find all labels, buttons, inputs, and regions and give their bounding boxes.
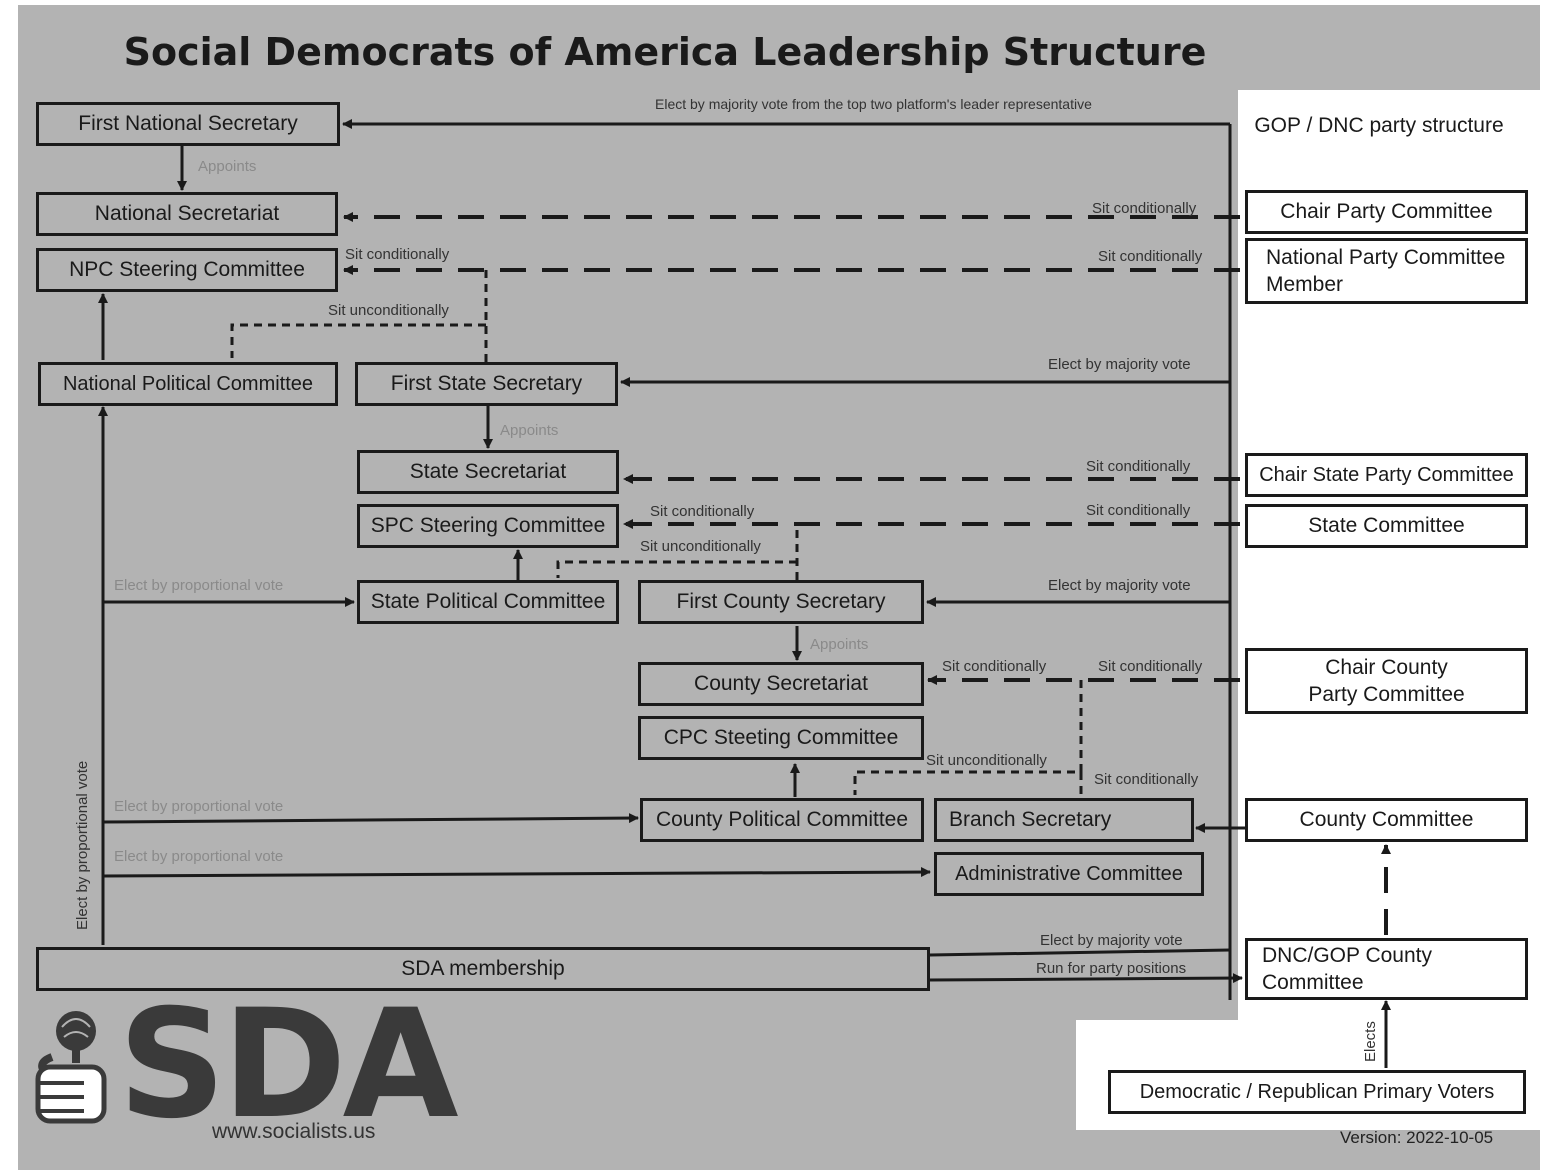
dnc-gop-county-committee-box: DNC/GOP County Committee (1245, 938, 1528, 1000)
chair-county-party-committee-box: Chair County Party Committee (1245, 648, 1528, 714)
sit-unconditionally-label-spc: Sit unconditionally (640, 538, 761, 555)
elect-proportional-vertical-label: Elect by proportional vote (74, 760, 91, 930)
first-county-secretary-box: First County Secretary (638, 580, 924, 624)
elect-proportional-label-state: Elect by proportional vote (114, 577, 284, 594)
sit-conditionally-label-state-secretariat: Sit conditionally (1086, 458, 1191, 475)
state-secretariat-box: State Secretariat (357, 450, 619, 494)
elect-proportional-label-county: Elect by proportional vote (114, 798, 284, 815)
cpc-steering-committee-box: CPC Steeting Committee (638, 716, 924, 760)
page-title: Social Democrats of America Leadership S… (123, 30, 1207, 74)
elect-majority-label-membership: Elect by majority vote (1040, 932, 1183, 949)
state-committee-box: State Committee (1245, 504, 1528, 548)
sit-conditionally-label-branch: Sit conditionally (1094, 771, 1199, 788)
gop-dnc-panel (1238, 90, 1540, 1020)
county-secretariat-box: County Secretariat (638, 662, 924, 706)
national-party-committee-member-box: National Party Committee Member (1245, 238, 1528, 304)
county-political-committee-box: County Political Committee (640, 798, 924, 842)
state-political-committee-box: State Political Committee (357, 580, 619, 624)
fist-rose-icon (35, 1011, 107, 1124)
appoints-label-national: Appoints (198, 158, 257, 175)
elect-majority-label-state: Elect by majority vote (1048, 356, 1191, 373)
sit-conditionally-label-spc-right: Sit conditionally (1086, 502, 1191, 519)
chair-party-committee-box: Chair Party Committee (1245, 190, 1528, 234)
npc-steering-committee-box: NPC Steering Committee (36, 248, 338, 292)
sit-conditionally-label-county-right: Sit conditionally (1098, 658, 1203, 675)
county-committee-box: County Committee (1245, 798, 1528, 842)
national-political-committee-box: National Political Committee (38, 362, 338, 406)
first-national-secretary-box: First National Secretary (36, 102, 340, 146)
elect-top-two-label: Elect by majority vote from the top two … (655, 96, 1092, 112)
appoints-label-county: Appoints (810, 636, 869, 653)
sit-conditionally-label-county-left: Sit conditionally (942, 658, 1047, 675)
sit-conditionally-label-npc-left: Sit conditionally (345, 246, 450, 263)
branch-secretary-box: Branch Secretary (934, 798, 1194, 842)
sit-conditionally-label-spc-left: Sit conditionally (650, 503, 755, 520)
national-secretariat-box: National Secretariat (36, 192, 338, 236)
administrative-committee-box: Administrative Committee (934, 852, 1204, 896)
sit-unconditionally-label-npc: Sit unconditionally (328, 302, 449, 319)
sda-logo-text: SDA (118, 978, 459, 1152)
sit-unconditionally-label-cpc: Sit unconditionally (926, 752, 1047, 769)
chair-state-party-committee-box: Chair State Party Committee (1245, 453, 1528, 497)
elect-proportional-label-admin: Elect by proportional vote (114, 848, 284, 865)
elects-label: Elects (1362, 1021, 1379, 1062)
sit-conditionally-label-npc-right: Sit conditionally (1098, 248, 1203, 265)
version-label: Version: 2022-10-05 (1340, 1128, 1494, 1147)
sda-membership-box: SDA membership (36, 947, 930, 991)
run-for-party-positions-label: Run for party positions (1036, 960, 1187, 977)
primary-voters-box: Democratic / Republican Primary Voters (1108, 1070, 1526, 1114)
elect-majority-label-county: Elect by majority vote (1048, 577, 1191, 594)
gop-dnc-header: GOP / DNC party structure (1254, 114, 1504, 137)
sit-conditionally-label-national-secretariat: Sit conditionally (1092, 200, 1197, 217)
appoints-label-state: Appoints (500, 422, 559, 439)
spc-steering-committee-box: SPC Steering Committee (357, 504, 619, 548)
website-url: www.socialists.us (212, 1120, 376, 1143)
first-state-secretary-box: First State Secretary (355, 362, 618, 406)
